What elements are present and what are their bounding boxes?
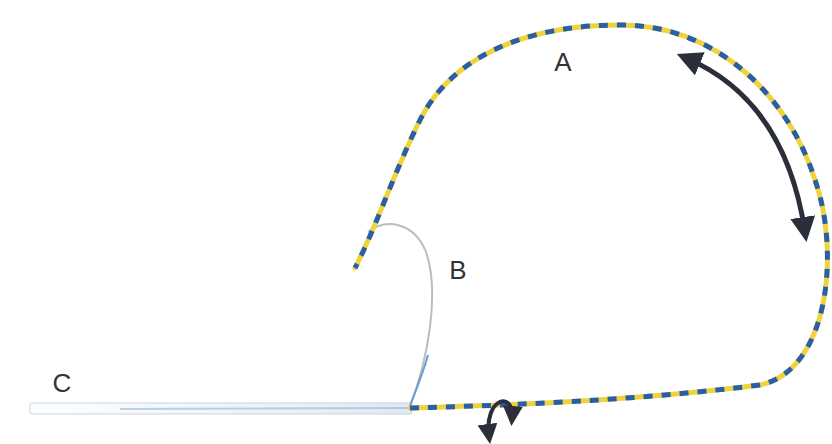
part-label: A <box>554 49 571 75</box>
rotation-arrow <box>488 401 512 436</box>
bend-arrow <box>686 58 805 232</box>
guidewire-blue-stripe <box>355 25 827 408</box>
catheter-body <box>30 403 412 414</box>
inner-wire <box>368 224 432 406</box>
inner-wire-coating <box>410 355 428 406</box>
guidewire-yellow <box>355 25 827 408</box>
part-label: B <box>449 257 466 283</box>
catheter-lumen <box>120 408 410 409</box>
part-label: C <box>53 370 72 396</box>
